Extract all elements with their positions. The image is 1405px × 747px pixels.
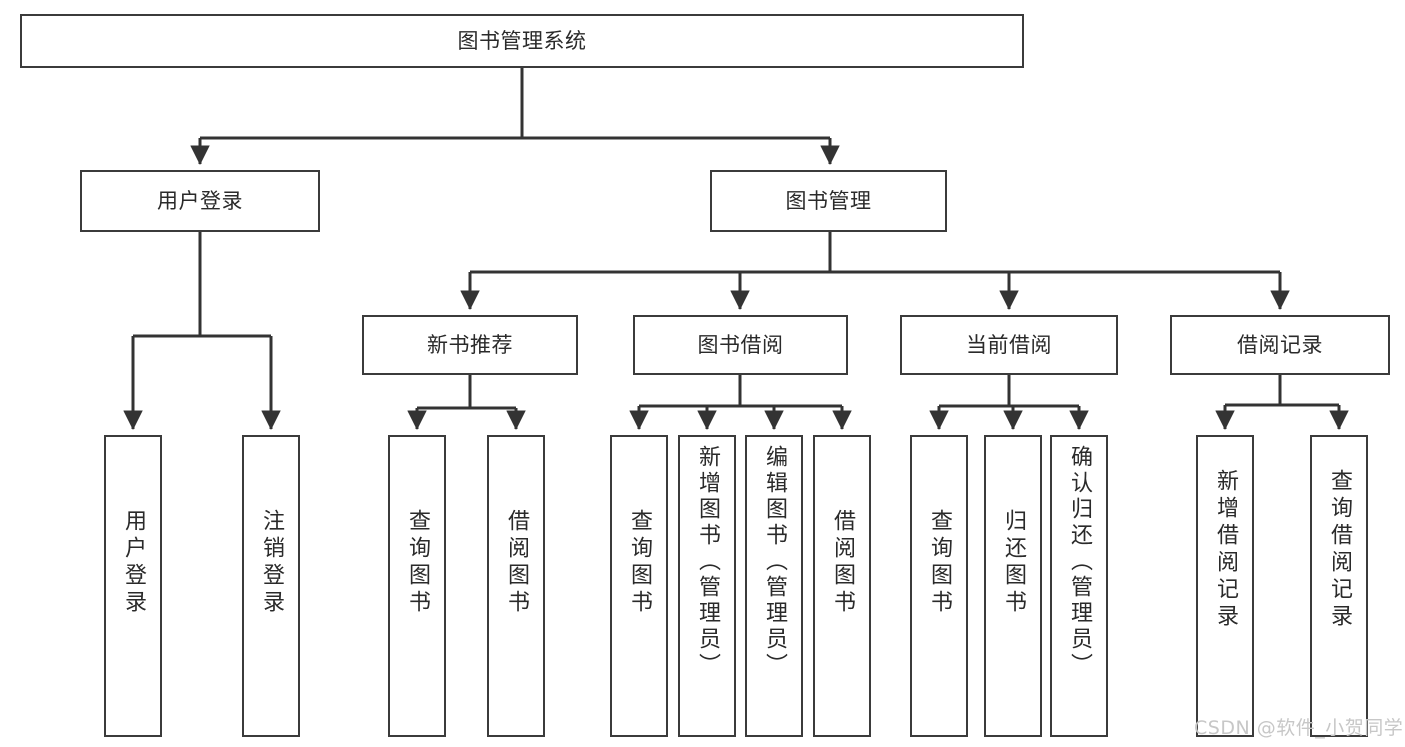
node-leaf-query-book-2-label: 查询图书: [627, 509, 652, 617]
node-leaf-query-book-1-label: 查询图书: [405, 509, 430, 617]
node-leaf-borrow-book-2-label: 借阅图书: [830, 509, 855, 617]
node-current-borrow[interactable]: 当前借阅: [900, 315, 1118, 375]
node-leaf-add-book[interactable]: 新增图书（管理员）: [678, 435, 736, 737]
node-book-manage[interactable]: 图书管理: [710, 170, 947, 232]
node-leaf-confirm-return[interactable]: 确认归还（管理员）: [1050, 435, 1108, 737]
node-leaf-query-book-3-label: 查询图书: [927, 509, 952, 617]
node-leaf-query-borrow-record[interactable]: 查询借阅记录: [1310, 435, 1368, 737]
node-leaf-return-book[interactable]: 归还图书: [984, 435, 1042, 737]
node-leaf-edit-book-label: 编辑图书（管理员）: [762, 445, 787, 679]
node-book-manage-label: 图书管理: [785, 188, 872, 213]
node-leaf-borrow-book-1-label: 借阅图书: [504, 509, 529, 617]
node-leaf-query-book-2[interactable]: 查询图书: [610, 435, 668, 737]
node-leaf-user-logout[interactable]: 注销登录: [242, 435, 300, 737]
node-leaf-query-book-3[interactable]: 查询图书: [910, 435, 968, 737]
node-new-book-recommend-label: 新书推荐: [427, 332, 513, 357]
node-leaf-add-borrow-record-label: 新增借阅记录: [1213, 469, 1238, 631]
node-new-book-recommend[interactable]: 新书推荐: [362, 315, 578, 375]
node-leaf-user-login-label: 用户登录: [121, 509, 146, 617]
node-leaf-query-book-1[interactable]: 查询图书: [388, 435, 446, 737]
node-leaf-user-login[interactable]: 用户登录: [104, 435, 162, 737]
node-borrow-record[interactable]: 借阅记录: [1170, 315, 1390, 375]
node-leaf-user-logout-label: 注销登录: [259, 509, 284, 617]
node-borrow-record-label: 借阅记录: [1237, 332, 1323, 357]
node-root[interactable]: 图书管理系统: [20, 14, 1024, 68]
node-current-borrow-label: 当前借阅: [966, 332, 1052, 357]
node-leaf-confirm-return-label: 确认归还（管理员）: [1067, 445, 1092, 679]
node-user-login[interactable]: 用户登录: [80, 170, 320, 232]
node-leaf-return-book-label: 归还图书: [1001, 509, 1026, 617]
node-leaf-borrow-book-2[interactable]: 借阅图书: [813, 435, 871, 737]
node-leaf-query-borrow-record-label: 查询借阅记录: [1327, 469, 1352, 631]
node-leaf-borrow-book-1[interactable]: 借阅图书: [487, 435, 545, 737]
node-user-login-label: 用户登录: [157, 188, 243, 213]
node-leaf-add-borrow-record[interactable]: 新增借阅记录: [1196, 435, 1254, 737]
node-book-borrow[interactable]: 图书借阅: [633, 315, 848, 375]
node-leaf-add-book-label: 新增图书（管理员）: [695, 445, 720, 679]
node-leaf-edit-book[interactable]: 编辑图书（管理员）: [745, 435, 803, 737]
node-book-borrow-label: 图书借阅: [697, 332, 784, 357]
node-root-label: 图书管理系统: [457, 28, 587, 53]
